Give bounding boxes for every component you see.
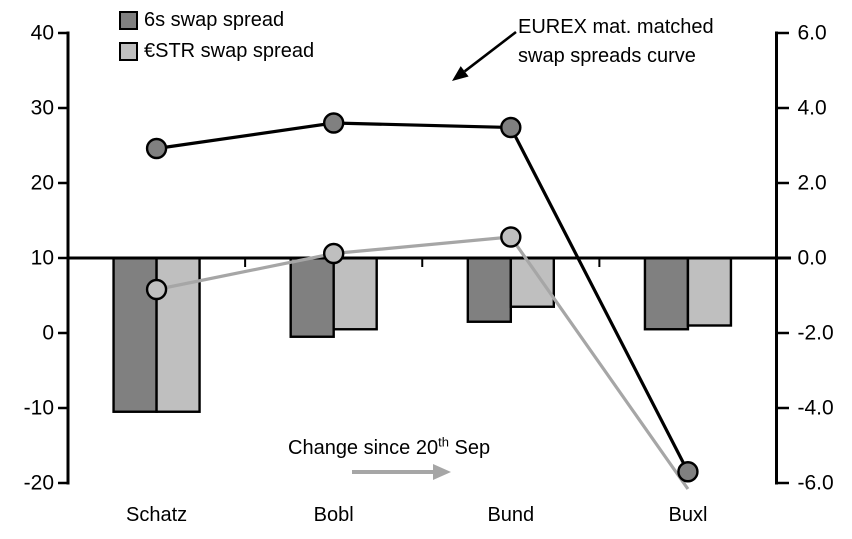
left-axis-tick-label: 40 [31,22,54,45]
right-axis-tick-label: 2.0 [798,172,827,195]
marker-6s-bobl [322,112,345,134]
curve-annotation-line1: EUREX mat. matched [518,16,714,38]
legend-label-6s: 6s swap spread [144,9,285,31]
line-estr [156,235,690,490]
bar-6s-bobl [289,256,335,338]
left-axis-tick-label: -20 [24,472,54,495]
marker-6s-bund [500,116,522,139]
marker-6s-buxl [677,461,699,483]
bar-estr-bobl [332,256,378,331]
right-axis-tick-label: -2.0 [798,322,834,345]
change-annotation-prefix: Change since 20 [288,437,439,459]
bar-6s-bund [466,256,513,323]
left-axis-tick-label: 10 [31,247,54,270]
change-annotation-sup: th [438,434,449,450]
legend: 6s swap spread €STR swap spread [119,9,314,62]
change-annotation-suffix: Sep [448,437,491,459]
change-annotation: Change since 20th Sep [288,434,491,460]
legend-item-6s: 6s swap spread [119,9,314,31]
left-axis-tick-label: -10 [24,397,54,420]
marker-estr-schatz [145,278,168,301]
bar-estr-buxl [686,256,733,327]
category-label-bobl: Bobl [314,504,354,526]
line-6s [156,121,690,473]
category-label-schatz: Schatz [126,504,187,526]
left-axis-tick-label: 20 [31,172,54,195]
legend-label-estr: €STR swap spread [144,40,315,62]
curve-arrow-line [463,30,517,73]
marker-6s-schatz [145,137,168,160]
curve-annotation-line2: swap spreads curve [518,45,696,67]
left-axis-tick-label: 30 [31,97,54,120]
category-label-bund: Bund [487,504,534,526]
change-arrow-head-icon [433,464,451,480]
curve-annotation: EUREX mat. matched swap spreads curve [518,13,714,71]
marker-estr-bobl [322,242,345,265]
legend-swatch-6s-icon [119,10,138,30]
right-axis-tick-label: -6.0 [798,472,834,495]
right-axis-tick-label: -4.0 [798,397,834,420]
left-axis-tick-label: 0 [42,322,54,345]
marker-estr-bund [500,226,522,248]
category-label-buxl: Buxl [668,504,707,526]
curve-arrow-head-icon [452,66,469,81]
right-axis-tick-label: 0.0 [798,247,827,270]
right-axis-tick-label: 6.0 [798,22,827,45]
legend-swatch-estr-icon [119,41,138,61]
bar-6s-buxl [643,256,690,331]
right-axis-tick-label: 4.0 [798,97,827,120]
legend-item-estr: €STR swap spread [119,40,314,62]
